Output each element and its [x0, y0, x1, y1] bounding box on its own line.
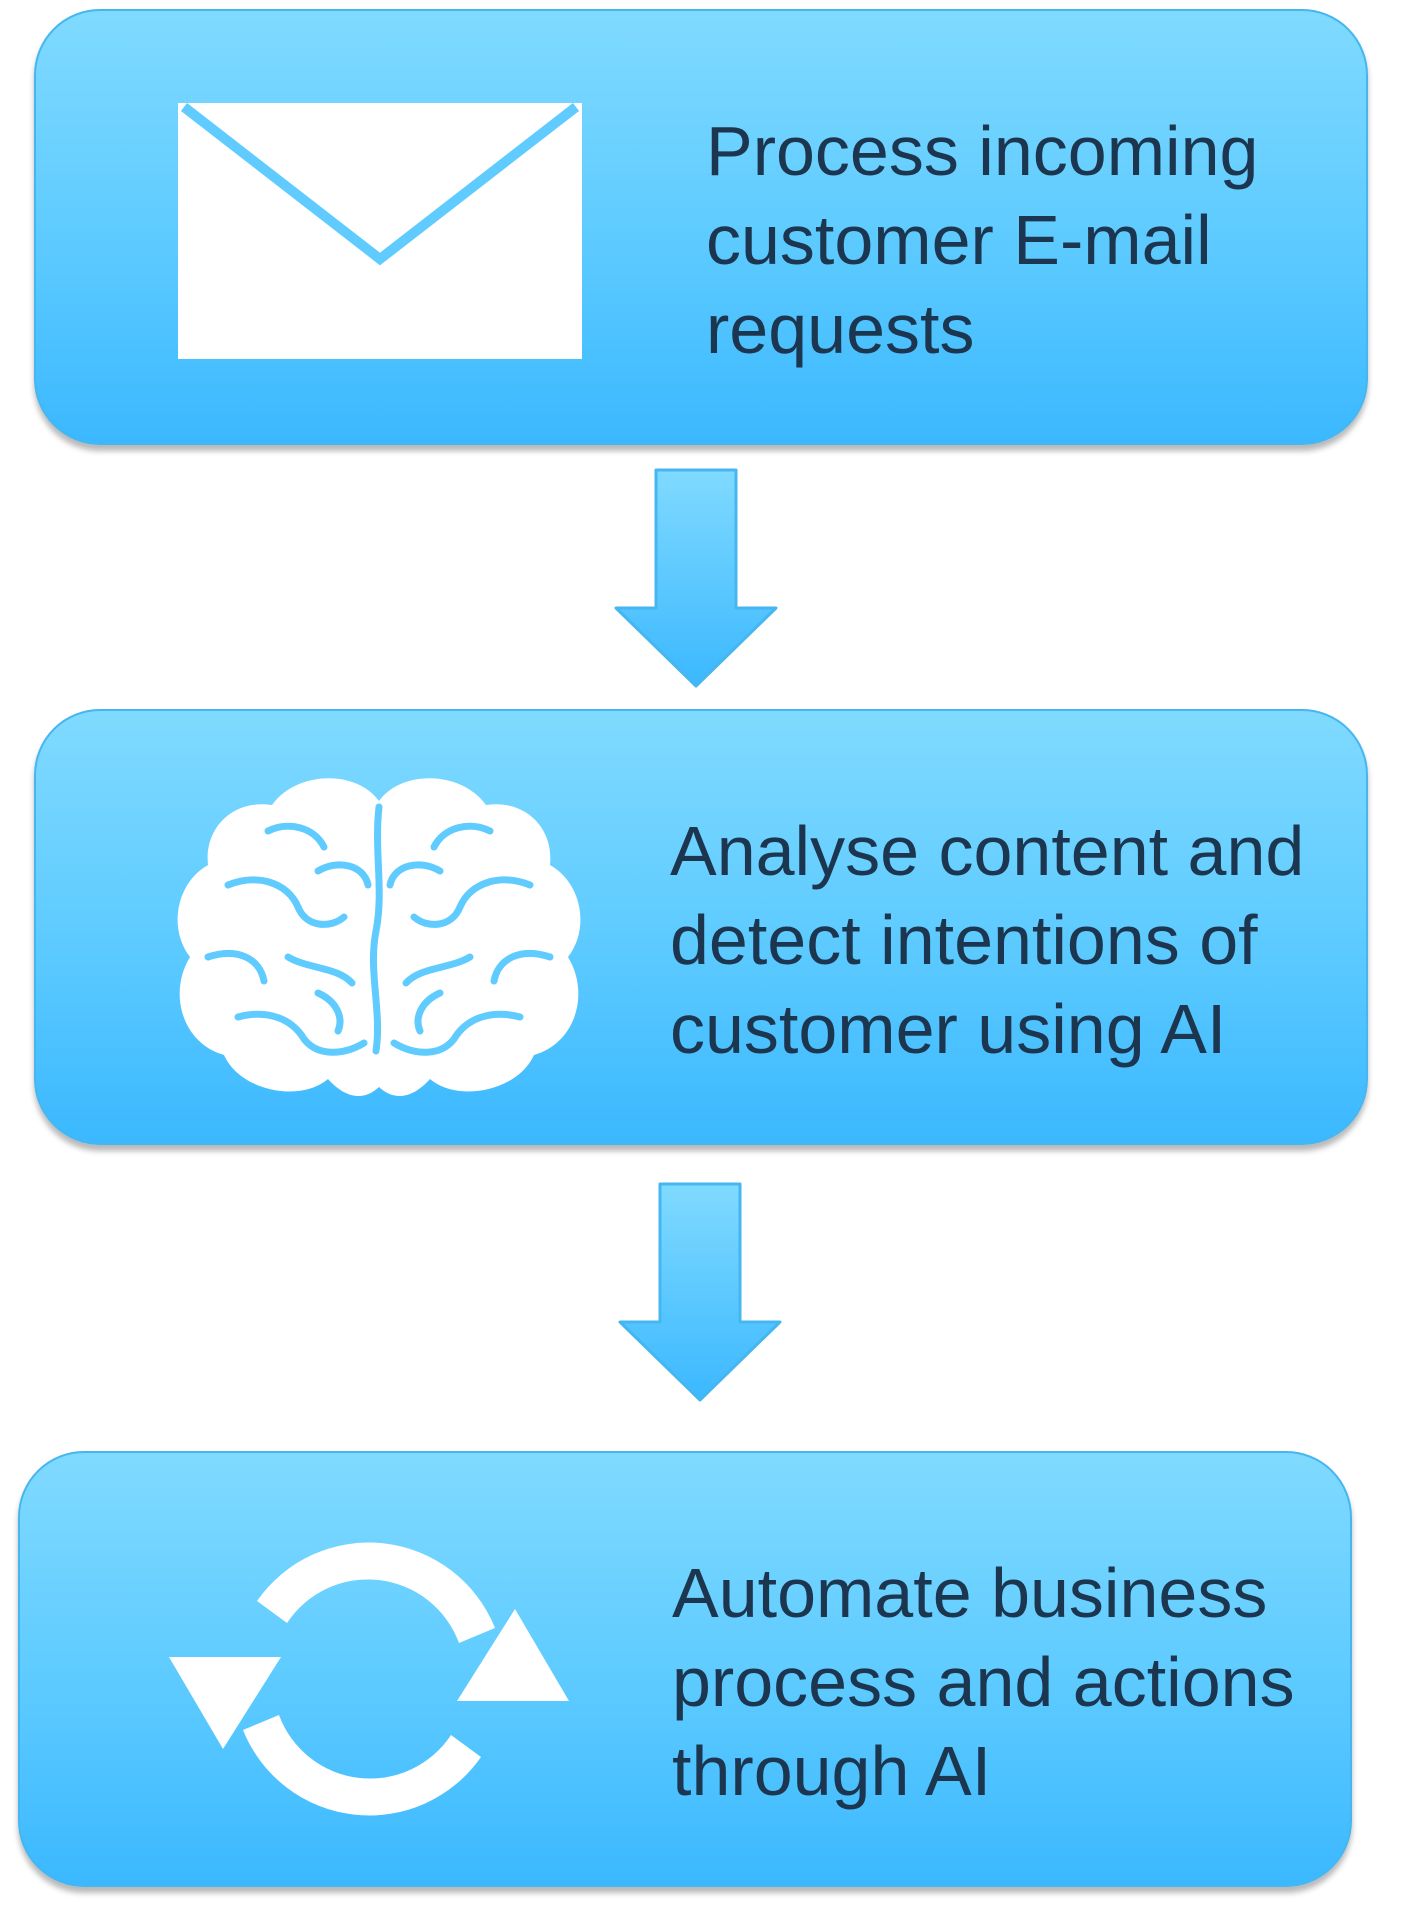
step-2-line-3: customer using AI: [670, 990, 1227, 1068]
step-2-box: Analyse content and detect intentions of…: [34, 709, 1368, 1145]
step-1-box: Process incoming customer E-mail request…: [34, 9, 1368, 445]
step-3-line-2: process and actions: [672, 1643, 1295, 1721]
step-2-line-1: Analyse content and: [670, 812, 1305, 890]
flow-arrow-2: [618, 1182, 782, 1402]
step-1-line-2: customer E-mail: [706, 201, 1212, 279]
step-3-line-3: through AI: [672, 1732, 992, 1810]
step-3-text: Automate business process and actions th…: [672, 1549, 1295, 1816]
step-1-line-3: requests: [706, 290, 975, 368]
refresh-cycle-icon: [169, 1542, 569, 1816]
step-1-text: Process incoming customer E-mail request…: [706, 107, 1258, 374]
flow-arrow-1: [614, 468, 778, 688]
step-3-line-1: Automate business: [672, 1554, 1268, 1632]
brain-icon: [177, 778, 581, 1097]
step-2-line-2: detect intentions of: [670, 901, 1258, 979]
step-3-box: Automate business process and actions th…: [18, 1451, 1352, 1887]
step-2-text: Analyse content and detect intentions of…: [670, 807, 1304, 1074]
envelope-icon: [178, 103, 582, 359]
step-1-line-1: Process incoming: [706, 112, 1259, 190]
